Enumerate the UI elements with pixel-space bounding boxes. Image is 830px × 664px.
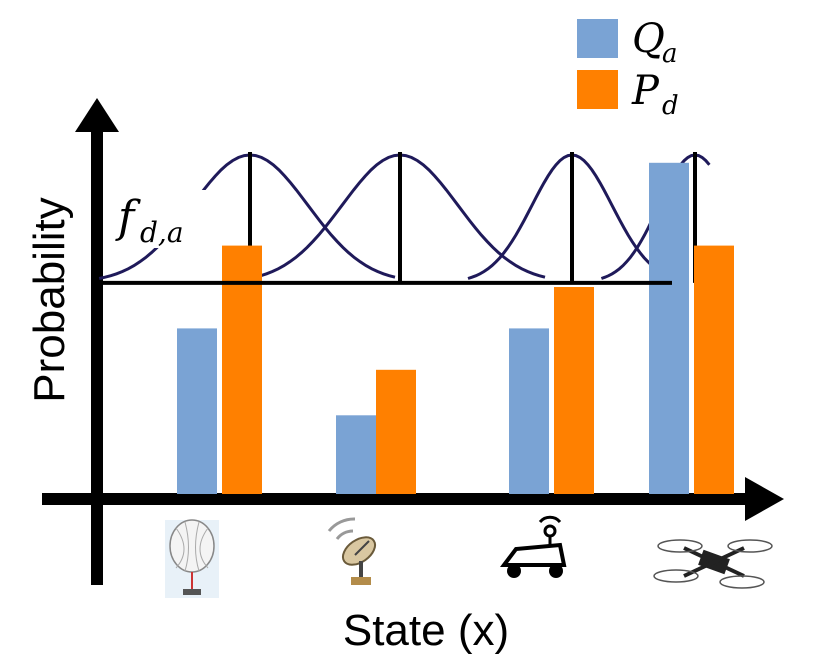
y-axis-arrow xyxy=(75,98,119,132)
bar-qa-2 xyxy=(509,328,549,494)
rover-icon xyxy=(500,515,567,578)
axes xyxy=(42,98,784,585)
density-curve-1 xyxy=(248,153,546,280)
density-label-sub: d,a xyxy=(140,216,184,249)
legend-label-pd-sub: d xyxy=(662,91,679,121)
density-curve-0 xyxy=(98,153,396,280)
legend: Q a P d xyxy=(577,16,679,121)
bar-pd-0 xyxy=(222,245,262,494)
bar-pd-1 xyxy=(376,369,416,494)
bars xyxy=(177,162,734,495)
bar-pd-2 xyxy=(554,287,594,494)
density-curve-label: f d,a xyxy=(108,190,218,249)
x-axis-label: State (x) xyxy=(343,606,509,655)
balloon-icon xyxy=(165,519,219,598)
legend-swatch-pd xyxy=(577,70,618,109)
bar-qa-1 xyxy=(336,415,376,494)
x-axis-arrow xyxy=(745,477,784,521)
bar-pd-3 xyxy=(694,245,734,494)
legend-label-qa-main: Q xyxy=(632,16,665,62)
bar-qa-3 xyxy=(649,162,689,495)
legend-label-qa-sub: a xyxy=(662,39,678,69)
legend-swatch-qa xyxy=(577,19,618,58)
satellite-dish-icon xyxy=(327,517,377,585)
y-axis-label: Probability xyxy=(25,197,74,402)
legend-label-pd-main: P xyxy=(631,68,660,114)
drone-icon xyxy=(653,539,773,589)
bar-qa-0 xyxy=(177,328,217,494)
